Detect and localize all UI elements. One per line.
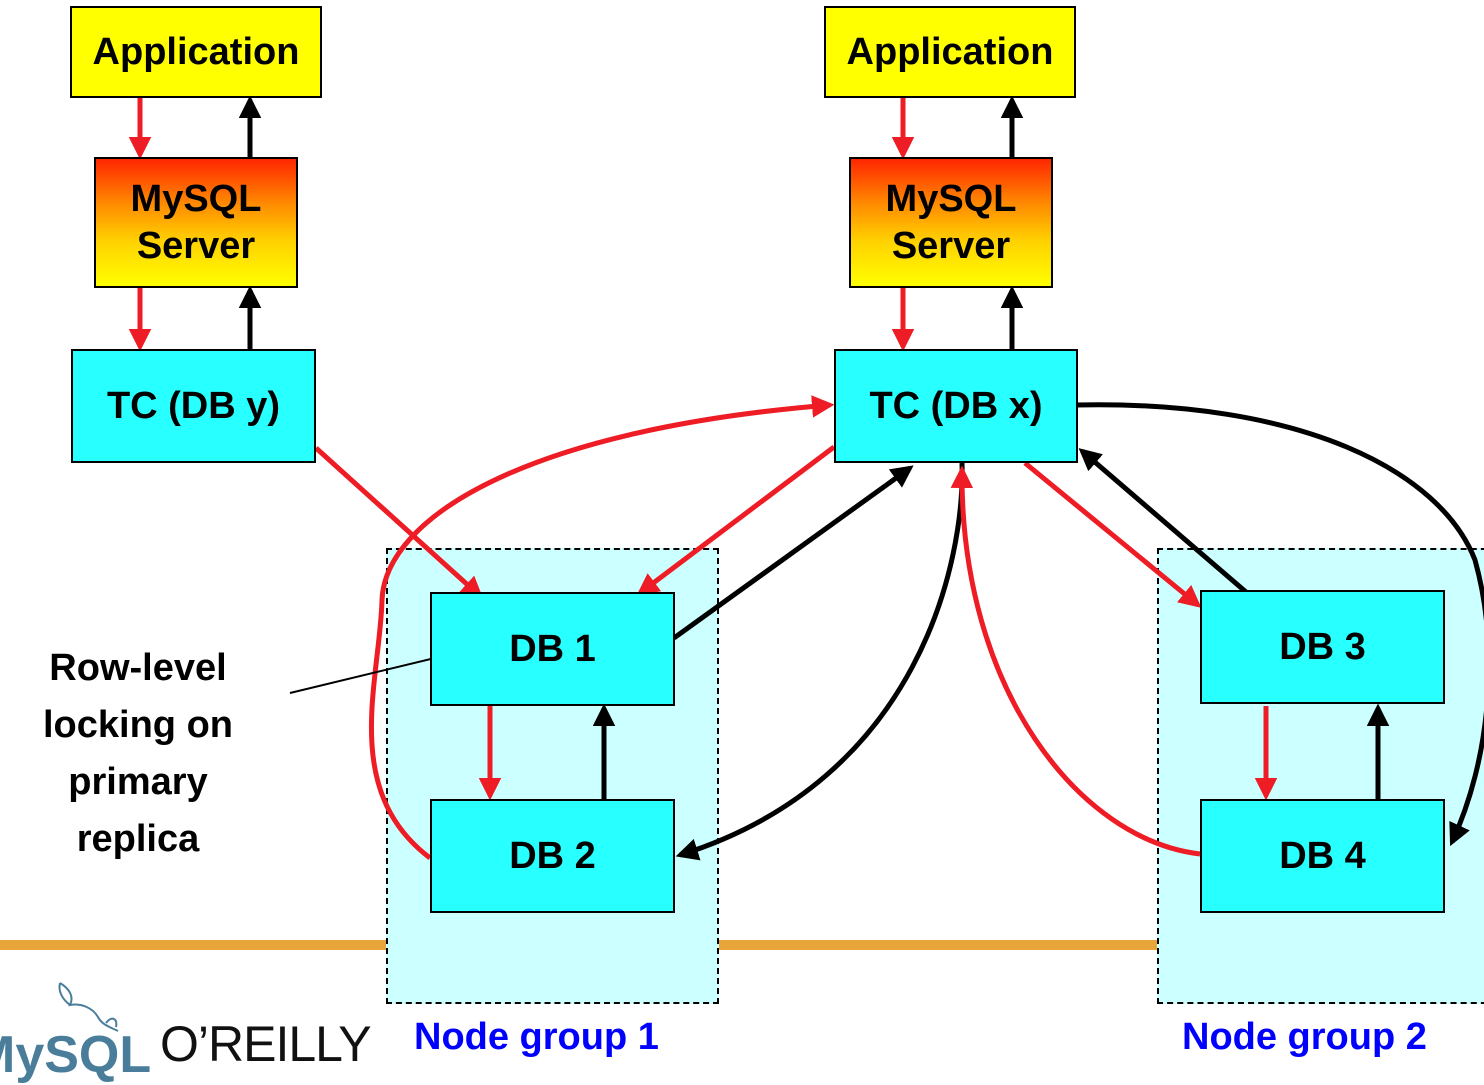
arrow-tcx-to-db2 <box>675 462 965 861</box>
arrow-tcx-to-db1 <box>636 445 836 596</box>
application-box-left: Application <box>70 6 322 98</box>
arrow-tcx-to-db3 <box>1023 461 1202 608</box>
tc-label-left: TC (DB y) <box>106 384 281 427</box>
connections-layer <box>128 95 1484 861</box>
arrow-db2-to-tcx <box>369 395 835 860</box>
oreilly-logo: O’REILLY <box>160 1016 372 1072</box>
db4-label: DB 4 <box>1279 834 1366 877</box>
mysql-server-box-right: MySQL Server <box>849 157 1053 288</box>
db3-label: DB 3 <box>1279 625 1366 668</box>
tc-box-left: TC (DB y) <box>71 349 316 463</box>
node-group-2-label: Node group 2 <box>1182 1016 1427 1058</box>
tc-box-right: TC (DB x) <box>834 349 1078 463</box>
mysql-server-label-right: MySQL Server <box>885 177 1017 267</box>
mysql-logo: MySQL <box>0 1026 152 1084</box>
mysql-server-box-left: MySQL Server <box>94 157 298 288</box>
tc-label-right: TC (DB x) <box>869 384 1043 427</box>
arrow-db3-to-tcx <box>1078 448 1248 594</box>
arrow-tcy-to-db1 <box>314 446 484 600</box>
mysql-server-label-left: MySQL Server <box>130 177 262 267</box>
dolphin-logo-icon <box>58 982 119 1032</box>
db1-box: DB 1 <box>430 592 675 706</box>
row-level-locking-note: Row-level locking on primary replica <box>43 647 233 860</box>
arrow-tcx-to-db4 <box>1075 402 1484 847</box>
footer-bar <box>718 940 1158 950</box>
arrow-db4-to-tcx <box>950 465 1201 857</box>
application-label-left: Application <box>92 30 300 73</box>
application-label-right: Application <box>846 30 1054 73</box>
db2-box: DB 2 <box>430 799 675 913</box>
db2-label: DB 2 <box>509 834 596 877</box>
db4-box: DB 4 <box>1200 799 1445 913</box>
footer-bar <box>0 940 386 950</box>
application-box-right: Application <box>824 6 1076 98</box>
db3-box: DB 3 <box>1200 590 1445 704</box>
db1-label: DB 1 <box>509 627 596 670</box>
node-group-1-label: Node group 1 <box>414 1016 659 1058</box>
arrow-db1-to-tcx <box>672 465 914 641</box>
